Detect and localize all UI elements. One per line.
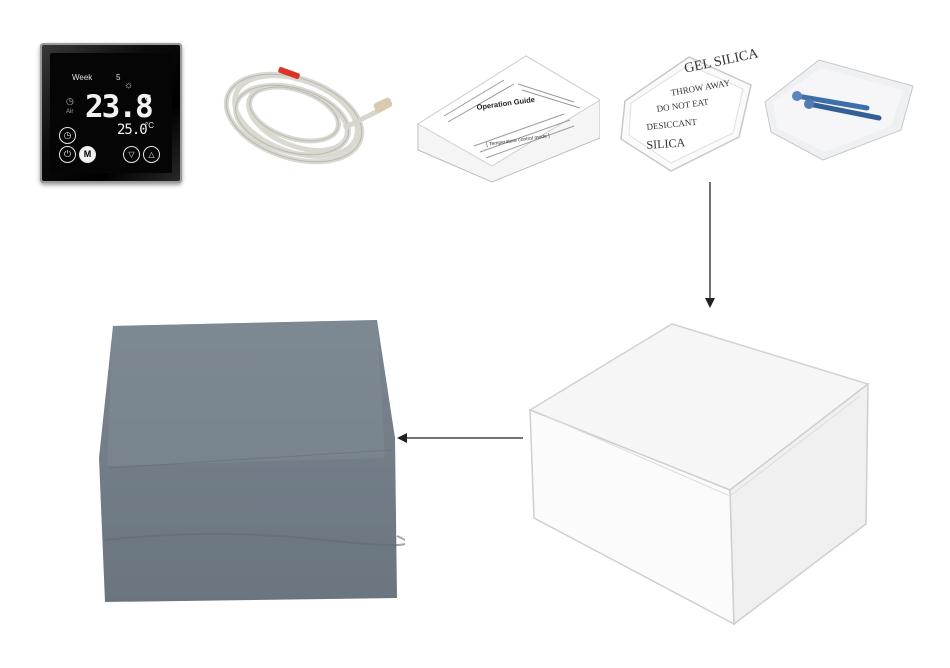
up-arrow-icon: △ [143, 146, 160, 163]
desiccant-text-line5: SILICA [646, 135, 686, 152]
thermostat-day: 5 [116, 73, 121, 82]
power-icon: ⏻ [59, 146, 76, 163]
desiccant-packet-image [620, 56, 752, 172]
down-arrow-icon: ▽ [123, 146, 140, 163]
thermostat-set-temperature: 23.8 [85, 89, 154, 125]
thermostat-room-unit: °C [145, 121, 154, 130]
sensor-cable-image [223, 66, 393, 165]
operation-manual-image [417, 55, 600, 183]
thermostat-room-temperature: 25.0 [117, 122, 148, 138]
screws-bag-image [764, 59, 914, 161]
thermostat-air-label: Air [66, 109, 74, 115]
thermostat-week-label: Week [72, 73, 93, 82]
white-box-image [528, 323, 870, 626]
sun-icon: ☼ [124, 80, 134, 91]
timer-icon: ◷ [59, 127, 76, 144]
thermostat-set-unit: °C [141, 93, 152, 103]
arrow-down [705, 182, 715, 308]
gray-wrapped-box-image [99, 320, 405, 602]
clock-icon: ◷ [66, 96, 74, 106]
arrow-left [397, 433, 523, 443]
mode-button-icon: M [79, 146, 96, 163]
